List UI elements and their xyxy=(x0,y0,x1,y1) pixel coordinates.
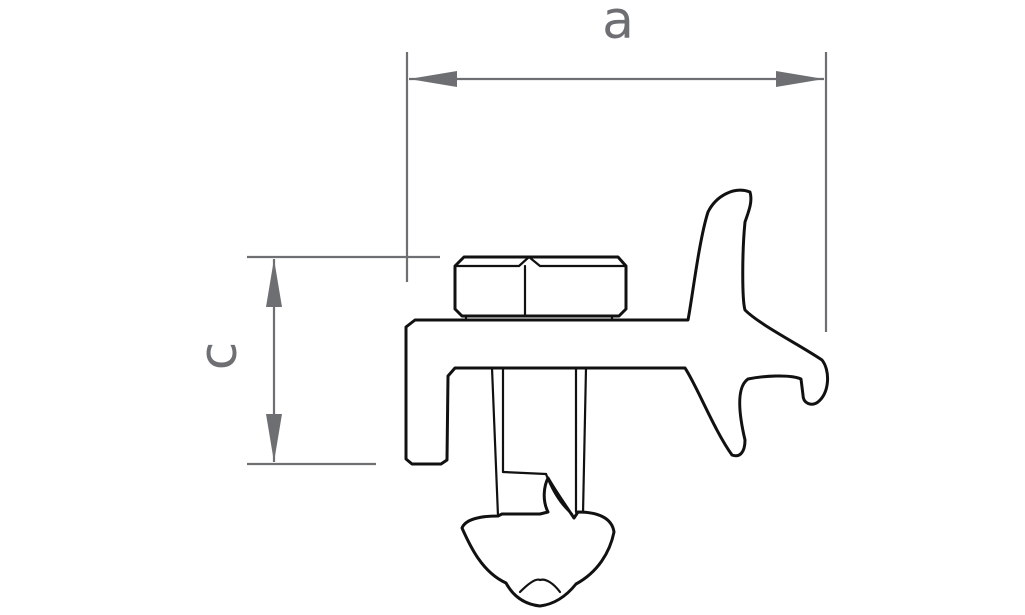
dimension-a-label: a xyxy=(602,0,634,51)
hex-nut-facet-right xyxy=(527,255,628,268)
bolt-shank xyxy=(490,366,588,518)
dimension-c-arrow-top xyxy=(266,259,282,307)
clamp-body xyxy=(404,188,829,466)
dimension-a-arrow-left xyxy=(409,71,457,87)
toggle-head-outline xyxy=(460,476,616,608)
hex-nut-facet-left xyxy=(453,255,531,268)
toggle-head-notch xyxy=(518,578,562,594)
toggle-head xyxy=(460,472,616,608)
dimension-c-label: c xyxy=(189,342,249,371)
dimension-a-arrow-right xyxy=(776,71,824,87)
toggle-head-curve xyxy=(544,472,574,516)
dimension-a: a xyxy=(405,0,828,332)
dimension-c-arrow-bottom xyxy=(266,414,282,462)
hex-nut-outline xyxy=(453,255,628,318)
dimension-c: c xyxy=(189,255,440,466)
hex-nut xyxy=(453,255,628,323)
